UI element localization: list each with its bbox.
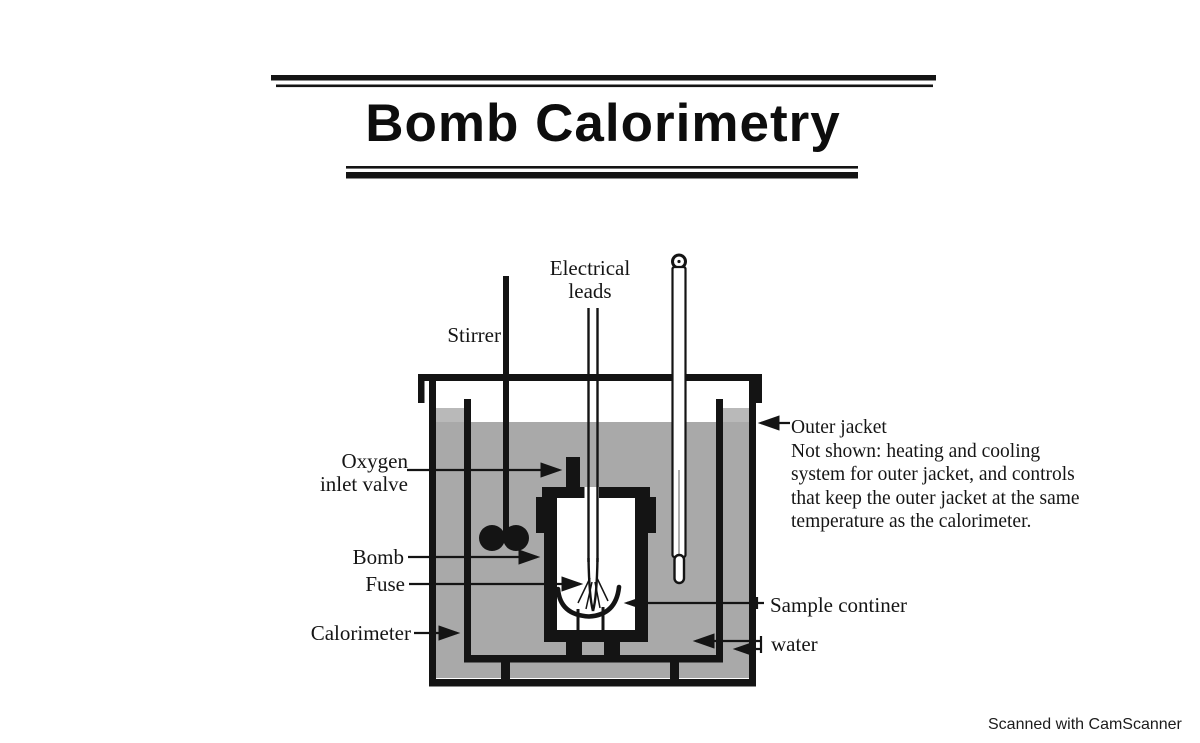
outer-jacket-wall-left (429, 378, 436, 686)
fuse-fan-1 (577, 577, 591, 604)
calorimeter-support-right (670, 662, 679, 680)
label-water: water (771, 632, 818, 656)
outer-jacket-wall-right (749, 378, 756, 686)
label-oxygen-inlet-valve: Oxygen inlet valve (300, 450, 408, 496)
title-rule-top-thin (276, 84, 933, 88)
outer-jacket-note-line4: temperature as the calorimeter. (791, 511, 1032, 533)
label-electrical-leads: Electrical leads (520, 257, 660, 303)
label-oxygen-line2: inlet valve (319, 472, 408, 496)
stirrer-blade-right (503, 525, 529, 551)
label-calorimeter: Calorimeter (310, 621, 411, 645)
bomb-shoulder-left (536, 497, 557, 533)
jacket-lid (418, 374, 762, 381)
label-oxygen-line1: Oxygen (341, 449, 409, 473)
bomb-lid-lead-slot (584, 487, 599, 498)
label-fuse: Fuse (365, 572, 405, 596)
sample-container-dish (555, 584, 622, 619)
label-outer-jacket-block: Outer jacket Not shown: heating and cool… (791, 416, 1080, 534)
page-title: Bomb Calorimetry (365, 94, 841, 153)
calorimeter-bottom (464, 655, 723, 663)
label-bomb: Bomb (352, 545, 404, 569)
stirrer-shaft (503, 276, 509, 534)
stirrer-blade-left (479, 525, 505, 551)
oxygen-valve-stem (566, 457, 580, 490)
outer-jacket-bottom (429, 679, 756, 687)
fuse-fan-4 (596, 577, 609, 602)
label-stirrer: Stirrer (447, 323, 501, 347)
thermometer-ring-hole (677, 259, 681, 264)
bomb-wall-left (544, 530, 557, 634)
title-rule-top-thick (271, 75, 936, 81)
label-electrical-leads-line2: leads (568, 279, 612, 303)
label-electrical-leads-line1: Electrical (549, 256, 631, 280)
outer-jacket-note-line3: that keep the outer jacket at the same (791, 487, 1080, 509)
calorimeter-wall-left (464, 399, 471, 662)
thermometer-bulb (673, 553, 686, 585)
title-rule-bottom-thin (346, 166, 858, 169)
bomb-bottom (544, 630, 648, 642)
outer-jacket-note-line2: system for outer jacket, and controls (791, 464, 1075, 486)
outer-jacket-note-line1: Not shown: heating and cooling (791, 440, 1041, 462)
title-rule-bottom-thick (346, 172, 858, 179)
fuse-fan-3 (594, 581, 601, 609)
camscanner-watermark: Scanned with CamScanner (988, 716, 1182, 733)
fuse-fan-2 (585, 581, 593, 610)
bomb-leg-left (566, 642, 582, 657)
label-sample-container: Sample continer (770, 593, 908, 617)
bomb-leg-right (604, 642, 620, 657)
calorimeter-support-left (501, 662, 510, 680)
jacket-lid-hook-left (418, 374, 425, 403)
calorimeter-wall-right (716, 399, 723, 662)
bomb-wall-right (635, 530, 648, 634)
jacket-lid-hook-right (755, 374, 762, 403)
fuse-wire-right (591, 557, 599, 612)
label-outer-jacket: Outer jacket (791, 417, 887, 438)
bomb-shoulder-right (635, 497, 656, 533)
